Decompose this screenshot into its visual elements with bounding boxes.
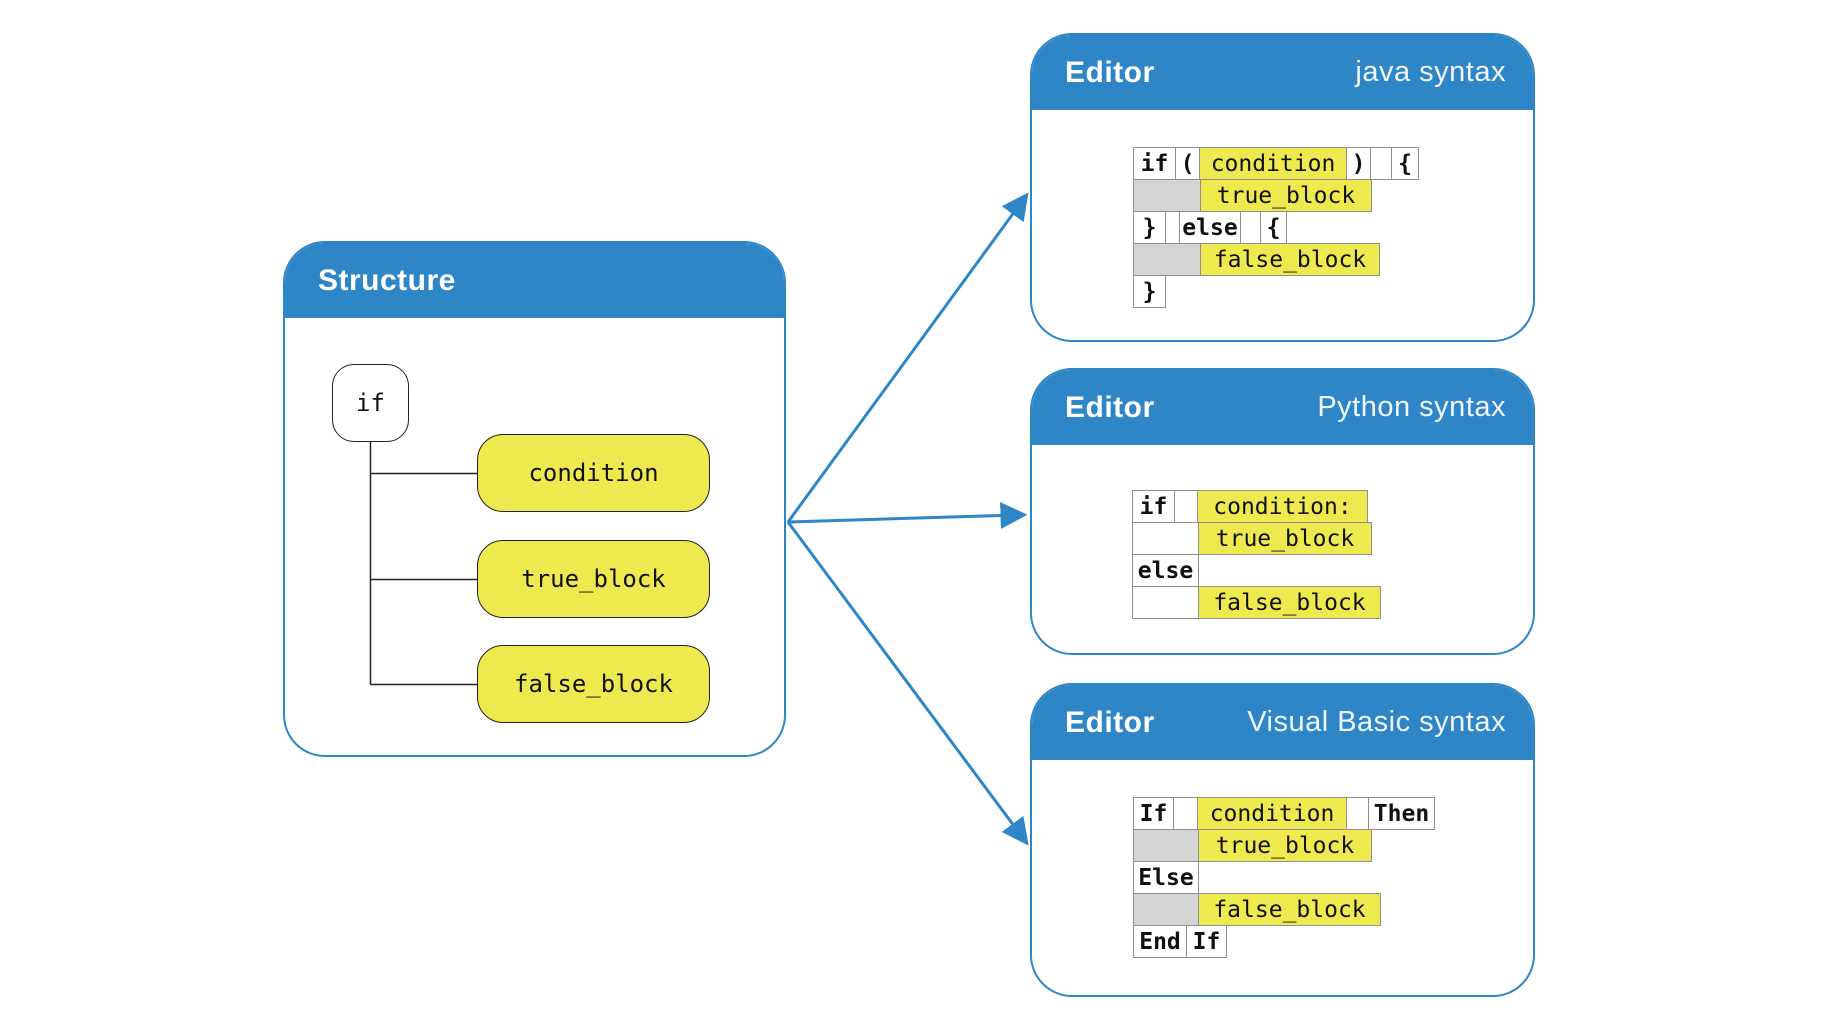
placeholder-cell[interactable]: condition bbox=[1197, 797, 1347, 830]
code-row: else bbox=[1132, 554, 1381, 587]
structure-panel-title: Structure bbox=[318, 263, 456, 297]
placeholder-cell[interactable]: false_block bbox=[1198, 893, 1381, 926]
code-row: If condition Then bbox=[1133, 797, 1435, 830]
arrow-to-visual-basic-editor bbox=[786, 521, 1029, 846]
keyword-cell[interactable]: Then bbox=[1368, 797, 1435, 830]
code-row: } bbox=[1133, 275, 1419, 308]
visual-basic-editor-title: Editor bbox=[1065, 705, 1155, 739]
spacer-cell bbox=[1370, 147, 1392, 180]
arrow-to-python-editor bbox=[787, 502, 1028, 530]
visual-basic-syntax-label: Visual Basic syntax bbox=[1247, 706, 1506, 738]
keyword-cell[interactable]: else bbox=[1132, 554, 1199, 587]
placeholder-cell[interactable]: false_block bbox=[1198, 586, 1381, 619]
code-row: Else bbox=[1133, 861, 1435, 894]
placeholder-cell[interactable]: true_block bbox=[1198, 522, 1372, 555]
keyword-cell[interactable]: else bbox=[1179, 211, 1241, 244]
code-row: false_block bbox=[1133, 893, 1435, 926]
code-row: true_block bbox=[1132, 522, 1381, 555]
code-row: } else { bbox=[1133, 211, 1419, 244]
java-editor-panel: Editor java syntax if(condition){true_bl… bbox=[1030, 33, 1535, 342]
code-row: true_block bbox=[1133, 829, 1435, 862]
keyword-cell[interactable]: { bbox=[1391, 147, 1419, 180]
spacer-cell bbox=[1240, 211, 1261, 244]
placeholder-cell[interactable]: true_block bbox=[1198, 829, 1372, 862]
keyword-cell[interactable]: ( bbox=[1175, 147, 1200, 180]
keyword-cell[interactable]: ) bbox=[1346, 147, 1371, 180]
arrow-to-java-editor bbox=[786, 192, 1029, 523]
structure-panel-header: Structure bbox=[285, 243, 784, 318]
spacer-cell bbox=[1132, 522, 1199, 555]
code-row: false_block bbox=[1132, 586, 1381, 619]
java-editor-header: Editor java syntax bbox=[1032, 35, 1533, 110]
spacer-cell bbox=[1173, 797, 1198, 830]
code-row: false_block bbox=[1133, 243, 1419, 276]
keyword-cell[interactable]: If bbox=[1186, 925, 1227, 958]
java-editor-title: Editor bbox=[1065, 55, 1155, 89]
structure-panel: Structure if condition true_block false_… bbox=[283, 241, 786, 757]
tree-node-if[interactable]: if bbox=[332, 364, 409, 442]
spacer-cell bbox=[1133, 829, 1199, 862]
python-editor-header: Editor Python syntax bbox=[1032, 370, 1533, 445]
spacer-cell bbox=[1132, 586, 1199, 619]
spacer-cell bbox=[1133, 179, 1201, 212]
keyword-cell[interactable]: } bbox=[1133, 211, 1166, 244]
code-row: if condition: bbox=[1132, 490, 1381, 523]
keyword-cell[interactable]: End bbox=[1133, 925, 1187, 958]
tree-node-false-block[interactable]: false_block bbox=[477, 645, 710, 723]
tree-node-true-block[interactable]: true_block bbox=[477, 540, 710, 618]
keyword-cell[interactable]: If bbox=[1133, 797, 1174, 830]
placeholder-cell[interactable]: false_block bbox=[1200, 243, 1380, 276]
keyword-cell[interactable]: if bbox=[1132, 490, 1175, 523]
spacer-cell bbox=[1133, 893, 1199, 926]
placeholder-cell[interactable]: condition bbox=[1199, 147, 1347, 180]
python-editor-panel: Editor Python syntax if condition:true_bl… bbox=[1030, 368, 1535, 655]
java-syntax-label: java syntax bbox=[1355, 56, 1506, 88]
visual-basic-editor-panel: Editor Visual Basic syntax If condition Th… bbox=[1030, 683, 1535, 997]
placeholder-cell[interactable]: true_block bbox=[1200, 179, 1372, 212]
keyword-cell[interactable]: Else bbox=[1133, 861, 1199, 894]
java-code-table: if(condition){true_block}else{false_bloc… bbox=[1133, 147, 1419, 308]
spacer-cell bbox=[1346, 797, 1369, 830]
visual-basic-editor-header: Editor Visual Basic syntax bbox=[1032, 685, 1533, 760]
placeholder-cell[interactable]: condition: bbox=[1197, 490, 1368, 523]
code-row: if(condition) { bbox=[1133, 147, 1419, 180]
python-syntax-label: Python syntax bbox=[1317, 391, 1506, 423]
spacer-cell bbox=[1174, 490, 1198, 523]
code-row: true_block bbox=[1133, 179, 1419, 212]
spacer-cell bbox=[1133, 243, 1201, 276]
keyword-cell[interactable]: } bbox=[1133, 275, 1166, 308]
tree-node-condition[interactable]: condition bbox=[477, 434, 710, 512]
spacer-cell bbox=[1165, 211, 1180, 244]
python-editor-title: Editor bbox=[1065, 390, 1155, 424]
keyword-cell[interactable]: { bbox=[1260, 211, 1287, 244]
keyword-cell[interactable]: if bbox=[1133, 147, 1176, 180]
